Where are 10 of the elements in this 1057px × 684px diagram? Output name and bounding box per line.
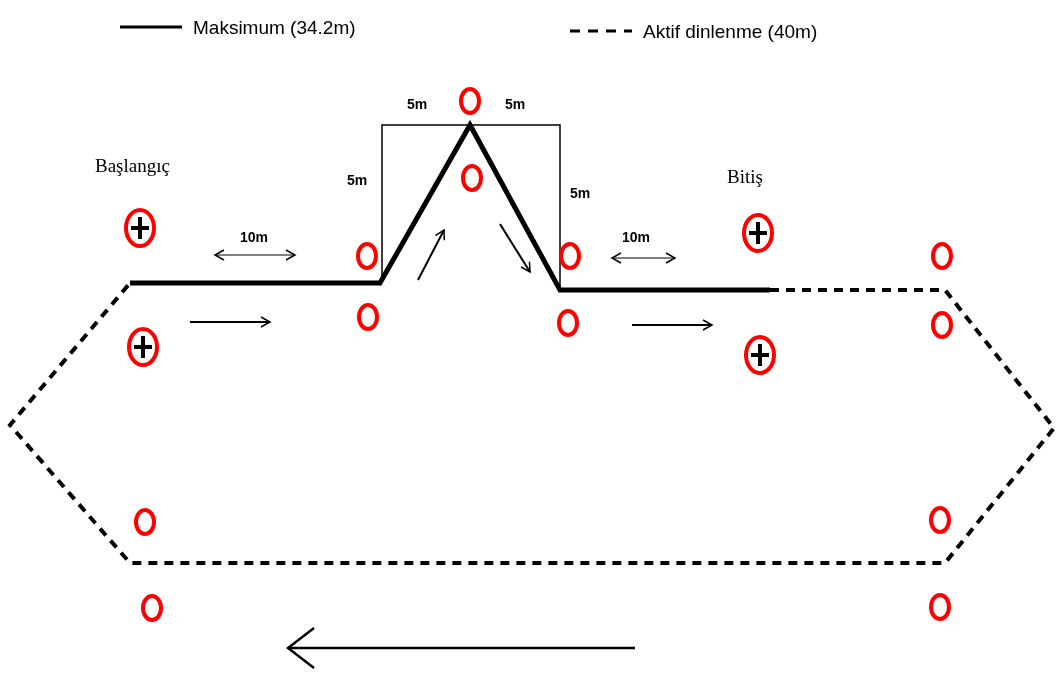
distance-label: 5m [407, 95, 428, 114]
distance-label: 10m [240, 228, 269, 247]
distance-label: 5m [505, 95, 526, 114]
distance-label: 5m [570, 184, 591, 203]
distance-label: 10m [622, 228, 651, 247]
legend-text: Maksimum (34.2m) [193, 16, 356, 40]
legend-text: Aktif dinlenme (40m) [643, 20, 818, 44]
place-label: Bitiş [727, 165, 763, 189]
distance-label: 5m [347, 171, 368, 190]
place-label: Başlangıç [95, 154, 170, 178]
